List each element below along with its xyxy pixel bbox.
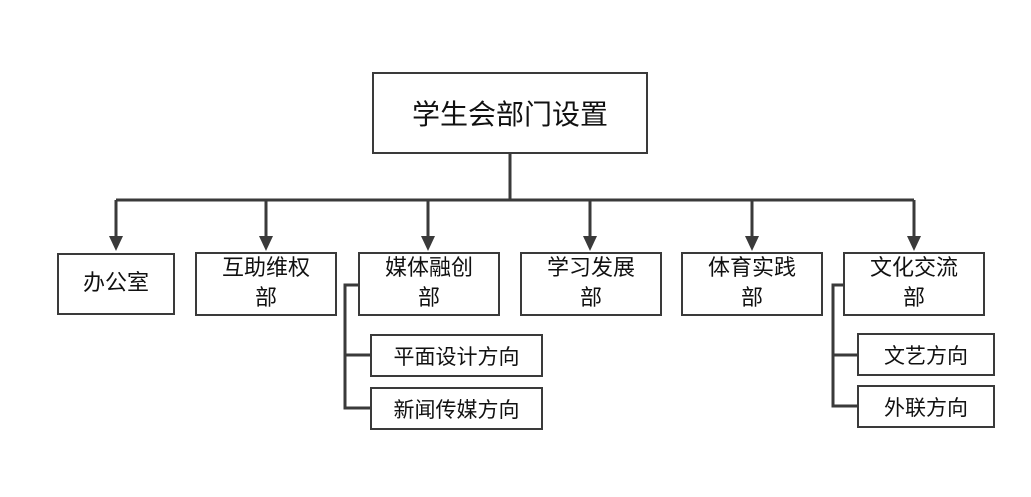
dept-office: 办公室 <box>57 253 175 315</box>
arrowhead <box>583 236 597 251</box>
dept-label-line1: 互助维权 <box>221 256 310 281</box>
arrowhead <box>745 236 759 251</box>
dept-label-line2: 部 <box>417 286 440 311</box>
arrowhead <box>907 236 921 251</box>
sub-label: 文艺方向 <box>884 343 968 368</box>
sub-graphic-design: 平面设计方向 <box>370 334 543 377</box>
sub-news-media: 新闻传媒方向 <box>370 387 543 430</box>
dept-label-line1: 学习发展 <box>546 256 635 281</box>
root-title: 学生会部门设置 <box>411 98 608 131</box>
media-branch-line <box>343 283 370 410</box>
sub-label: 平面设计方向 <box>393 344 520 369</box>
dept-label-line2: 部 <box>579 286 602 311</box>
dept-label-line2: 部 <box>740 286 763 311</box>
arrowhead <box>421 236 435 251</box>
sub-label: 外联方向 <box>884 395 968 420</box>
dept-label-line2: 部 <box>254 286 277 311</box>
dept-mutual-aid: 互助维权 部 <box>195 252 337 316</box>
sub-arts: 文艺方向 <box>857 333 995 376</box>
dept-culture: 文化交流 部 <box>843 252 985 316</box>
root-node: 学生会部门设置 <box>372 72 648 154</box>
arrowhead <box>109 236 123 251</box>
dept-label-line1: 文化交流 <box>869 256 958 281</box>
dept-label-line2: 部 <box>902 286 925 311</box>
dept-label-line1: 体育实践 <box>707 256 796 281</box>
dept-label-line1: 媒体融创 <box>384 256 473 281</box>
dept-media: 媒体融创 部 <box>358 252 500 316</box>
arrowhead <box>259 236 273 251</box>
culture-branch-line <box>831 283 857 408</box>
sub-external-relations: 外联方向 <box>857 385 995 428</box>
dept-study: 学习发展 部 <box>520 252 662 316</box>
dept-sports: 体育实践 部 <box>681 252 823 316</box>
sub-label: 新闻传媒方向 <box>393 397 520 422</box>
dept-label: 办公室 <box>82 271 149 296</box>
